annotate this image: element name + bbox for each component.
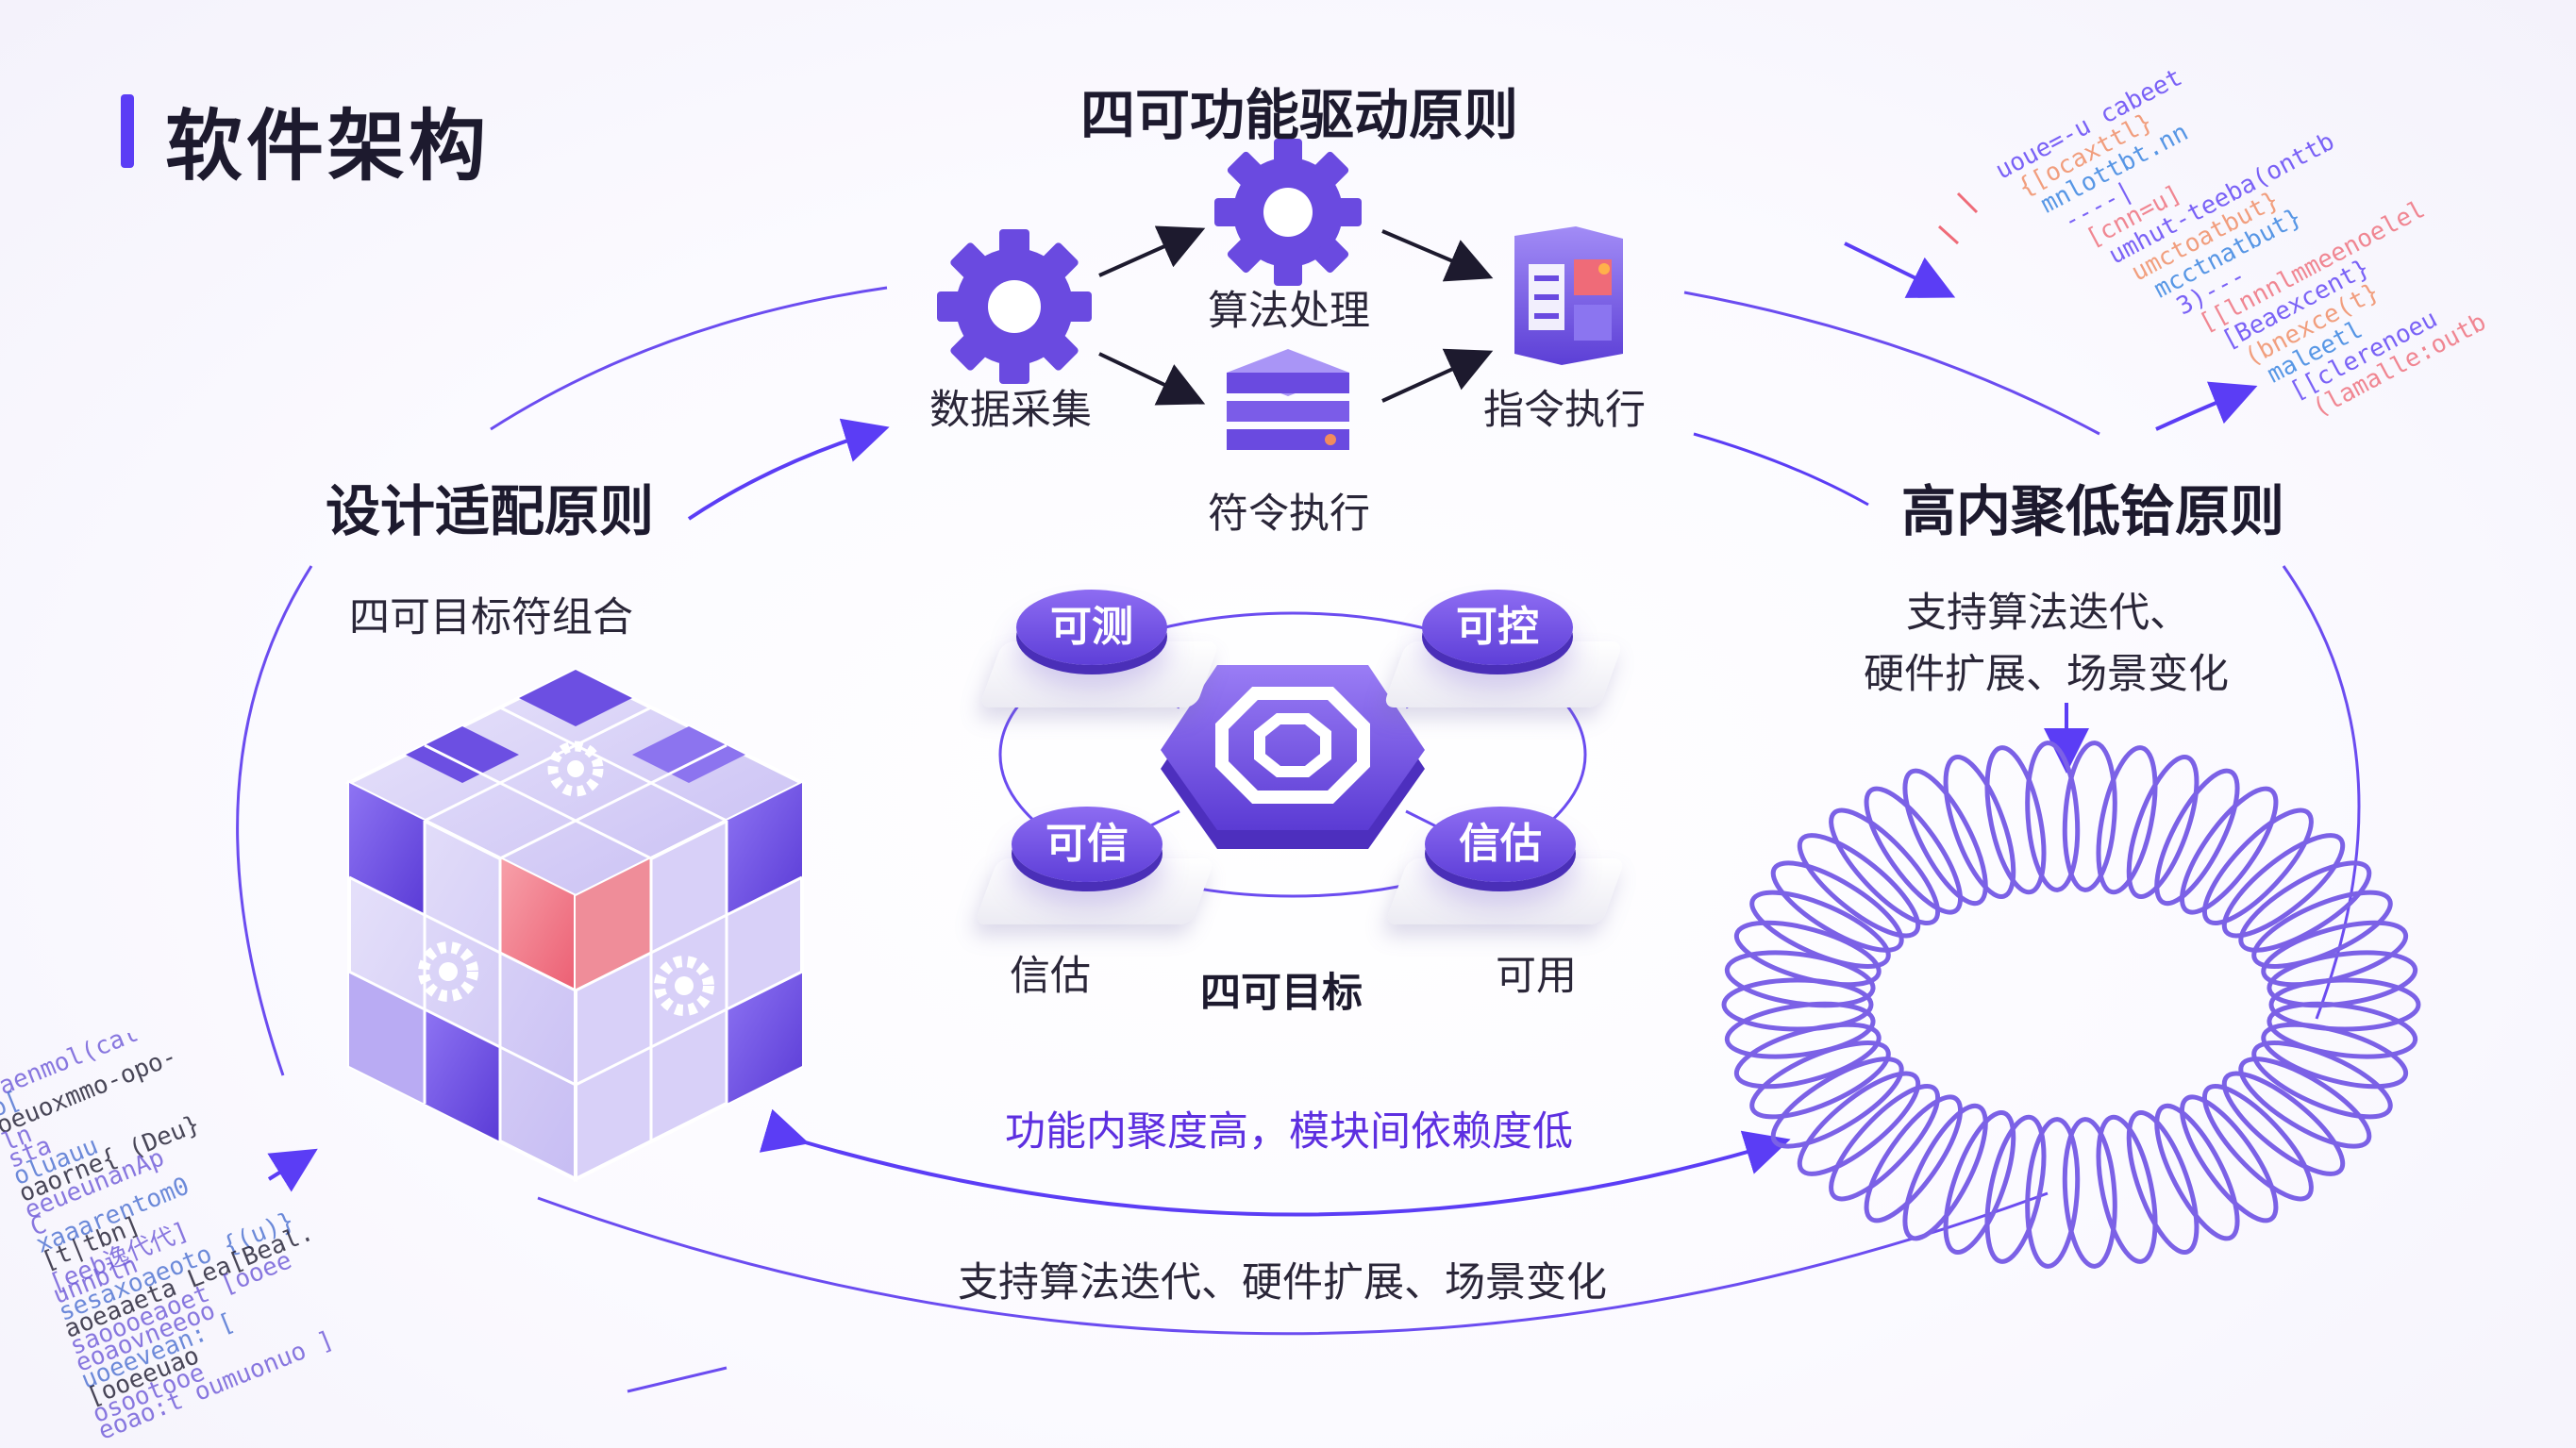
orbit-left	[236, 565, 313, 1076]
center-label: 四可目标	[1200, 970, 1363, 1017]
spring-ring-icon	[1721, 741, 2421, 1269]
spring-coil	[1902, 768, 1988, 907]
orbit-top-left	[490, 286, 888, 431]
orbit-right	[2282, 565, 2361, 1020]
spring-coil	[2268, 977, 2421, 1032]
spring-coil	[2238, 1057, 2372, 1149]
spring-coil	[2179, 786, 2279, 915]
spring-coil	[1864, 786, 1964, 915]
arrow-collect-to-token	[1098, 352, 1206, 406]
spring-coil	[1770, 860, 1904, 953]
spring-coil	[1797, 833, 1921, 939]
left-principle-title: 设计适配原则	[326, 479, 655, 543]
arrow-token-to-cmd	[1381, 348, 1494, 403]
spring-coil	[1829, 1083, 1941, 1202]
right-principle-line2: 硬件扩展、场景变化	[1864, 651, 2229, 698]
orbit-top-right	[1683, 291, 2100, 436]
pill-trustworthy: 可信	[1012, 807, 1163, 882]
gear-icon	[547, 741, 604, 797]
spring-coil	[2221, 1071, 2346, 1176]
spring-coil	[2221, 833, 2346, 939]
spring-coil	[2062, 741, 2117, 892]
gear-icon	[1214, 139, 1362, 286]
arrow-collect-to-algo	[1098, 225, 1206, 277]
top-principle-title: 四可功能驱动原则	[1080, 83, 1519, 147]
layers-icon	[1227, 349, 1349, 450]
spring-coil	[1770, 1057, 1904, 1149]
spring-coil	[2179, 1094, 2279, 1223]
cube-icon	[344, 667, 807, 1183]
spring-coil	[2096, 745, 2158, 895]
spring-coil	[2062, 1117, 2117, 1269]
support-text: 支持算法迭代、硬件扩展、场景变化	[958, 1259, 1607, 1307]
spring-coil	[2025, 1117, 2081, 1269]
spring-coil	[1724, 1001, 1876, 1059]
spring-coil	[2126, 1110, 2200, 1255]
title-accent-bar	[121, 94, 134, 168]
cohesion-arc	[759, 1108, 1791, 1217]
spring-coil	[2096, 1114, 2158, 1264]
spring-coil	[1733, 1022, 1882, 1090]
spring-coil	[1984, 745, 2047, 895]
gear-icon	[654, 956, 714, 1016]
spring-coil	[1829, 807, 1941, 926]
node-data-collect: 数据采集	[929, 387, 1092, 434]
spring-coil	[1749, 1040, 1891, 1120]
spring-coil	[2201, 807, 2314, 926]
hexagon-core-icon	[1161, 665, 1425, 849]
gear-icon	[418, 941, 478, 1002]
arrow-algo-to-cmd	[1381, 229, 1494, 282]
spring-coil	[2267, 1001, 2418, 1059]
center-under-right: 可用	[1496, 953, 1577, 1000]
spring-coil	[2154, 1103, 2240, 1241]
spring-coil	[2154, 768, 2240, 907]
spring-coil	[2251, 890, 2393, 969]
spring-coil	[1864, 1094, 1964, 1223]
right-principle-title: 高内聚低铪原则	[1901, 479, 2285, 543]
node-token-exec: 符令执行	[1208, 491, 1370, 538]
spring-coil	[2261, 920, 2409, 988]
spring-coil	[1902, 1103, 1988, 1241]
left-principle-subtitle: 四可目标符组合	[349, 594, 633, 641]
pill-evaluable: 信估	[1425, 807, 1576, 882]
spring-coil	[2126, 755, 2200, 899]
arrow-top-right-in	[1844, 241, 1956, 298]
gear-icon	[937, 229, 1092, 384]
center-ring	[998, 611, 1587, 898]
node-command-exec: 指令执行	[1483, 387, 1646, 434]
page-title: 软件架构	[165, 102, 491, 191]
spring-coil	[1724, 950, 1876, 1008]
spring-coil	[1943, 1110, 2016, 1255]
spring-coil	[1797, 1071, 1921, 1176]
spring-coil	[2261, 1022, 2409, 1090]
node-algorithm: 算法处理	[1208, 288, 1370, 335]
spring-coil	[1749, 890, 1891, 969]
cohesion-text: 功能内聚度高，模块间依赖度低	[1005, 1108, 1573, 1156]
center-under-left: 信估	[1010, 953, 1091, 1000]
spring-coil	[2201, 1083, 2314, 1202]
spring-coil	[2025, 741, 2081, 892]
spring-coil	[1721, 977, 1874, 1032]
orbit-bottom	[537, 1191, 2049, 1336]
spring-coil	[1733, 920, 1882, 988]
spring-coil	[2251, 1040, 2393, 1120]
arrow-right-ext	[1693, 432, 1869, 507]
server-icon	[1514, 226, 1623, 365]
spring-coil	[1984, 1114, 2047, 1264]
arrow-out-right	[2155, 381, 2258, 431]
spring-coil	[2238, 860, 2372, 953]
arrow-bottom-left-in	[267, 1148, 318, 1192]
spring-coil	[1943, 755, 2016, 899]
right-principle-line1: 支持算法迭代、	[1906, 590, 2190, 637]
code-decoration-top-right: uoue=-u cabeet{[ocaxttl}mnlottbt.nn----|…	[1963, 9, 2576, 453]
arrow-left-to-top	[687, 418, 890, 521]
pill-measurable: 可测	[1016, 590, 1167, 665]
pill-controllable: 可控	[1422, 590, 1573, 665]
spring-coil	[2267, 950, 2418, 1008]
